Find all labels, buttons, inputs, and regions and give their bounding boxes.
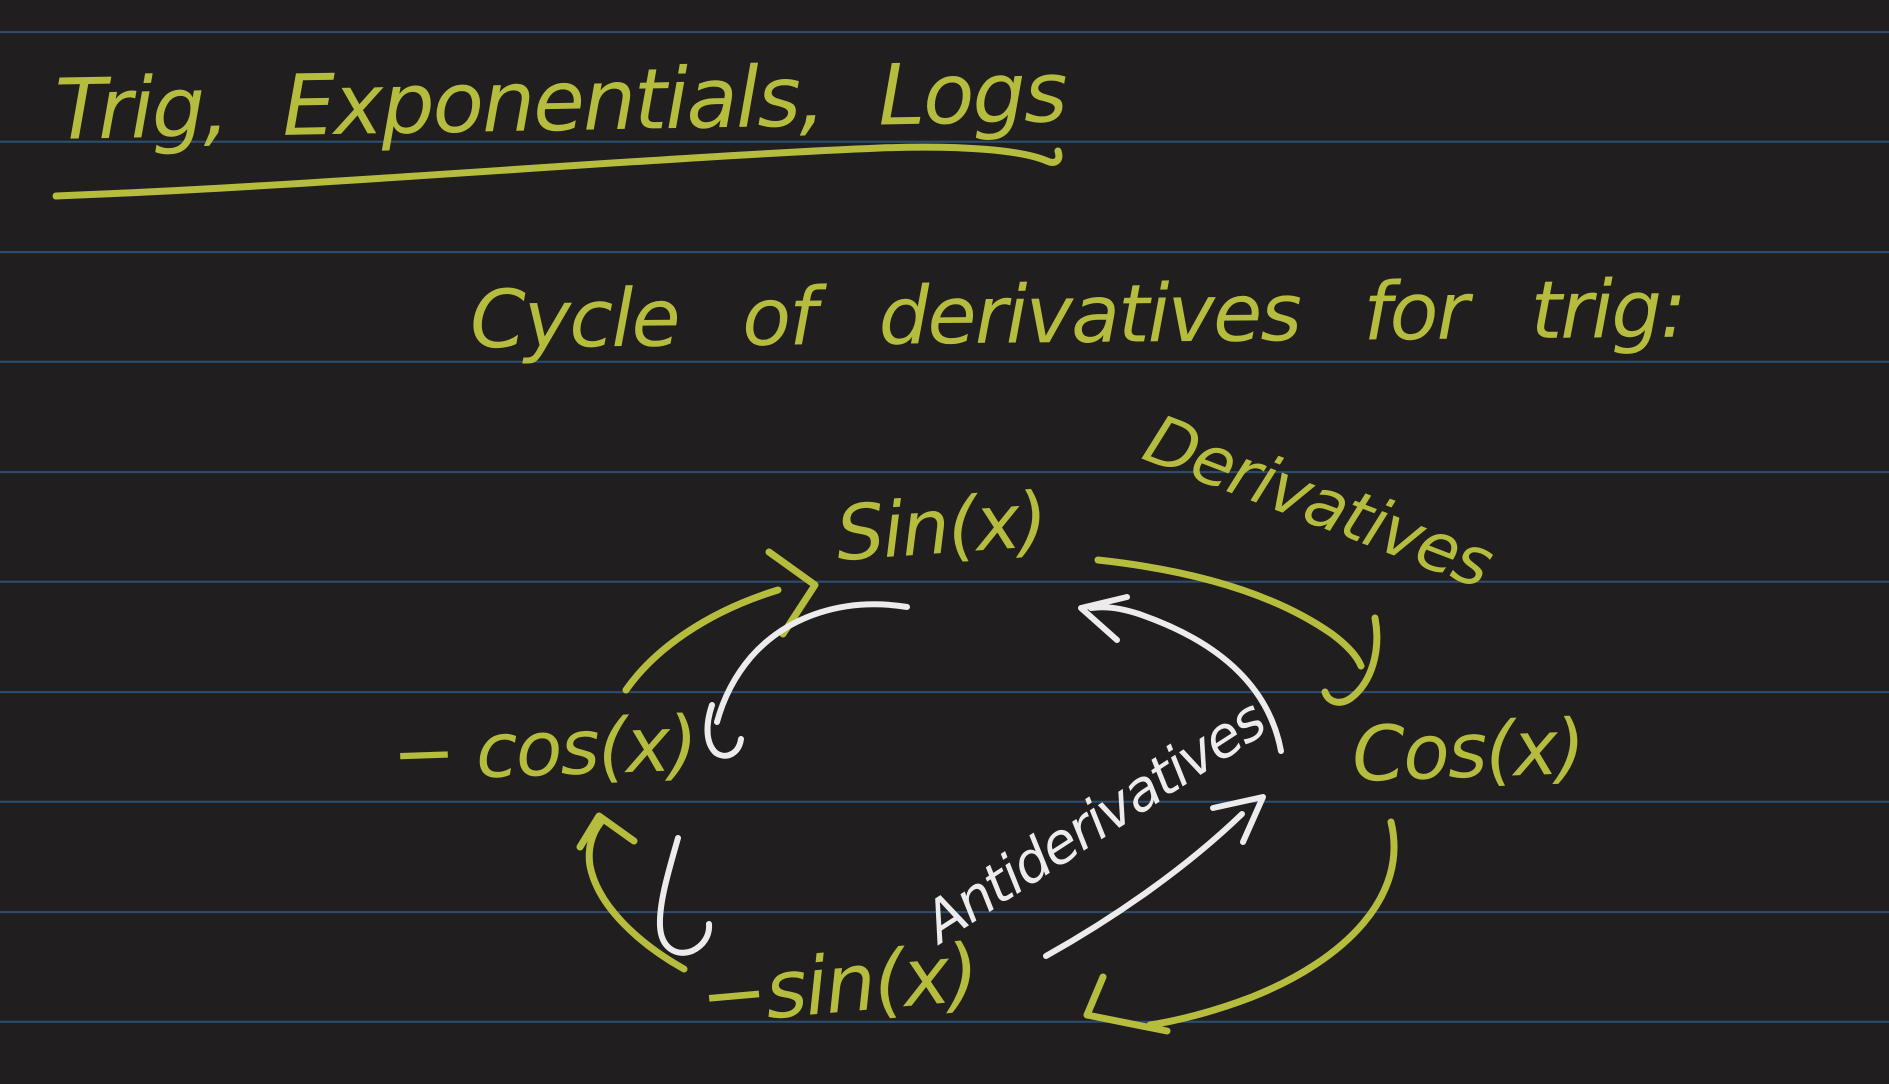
antiderivative-arrow-sin-to-neg-cos xyxy=(704,601,910,759)
derivative-arrow-neg-sin-to-neg-cos xyxy=(576,812,688,973)
page-title: Trig, Exponentials, Logs xyxy=(54,43,1067,159)
antiderivatives-label: Antiderivatives xyxy=(912,687,1277,956)
cycle-node-sin: Sin(x) xyxy=(833,474,1049,579)
derivative-arrow-sin-to-cos xyxy=(1094,556,1381,706)
cycle-node-neg-cos: − cos(x) xyxy=(390,698,698,799)
cycle-node-cos: Cos(x) xyxy=(1350,701,1585,800)
cycle-node-neg-sin: −sin(x) xyxy=(696,926,981,1043)
derivative-arrow-cos-to-neg-sin xyxy=(1083,818,1398,1035)
cycle-heading: Cycle of derivatives for trig: xyxy=(469,262,1686,367)
derivatives-label: Derivatives xyxy=(1133,400,1502,605)
antiderivative-arrow-neg-cos-to-neg-sin xyxy=(656,835,713,956)
derivative-arrow-neg-cos-to-sin xyxy=(622,548,819,694)
